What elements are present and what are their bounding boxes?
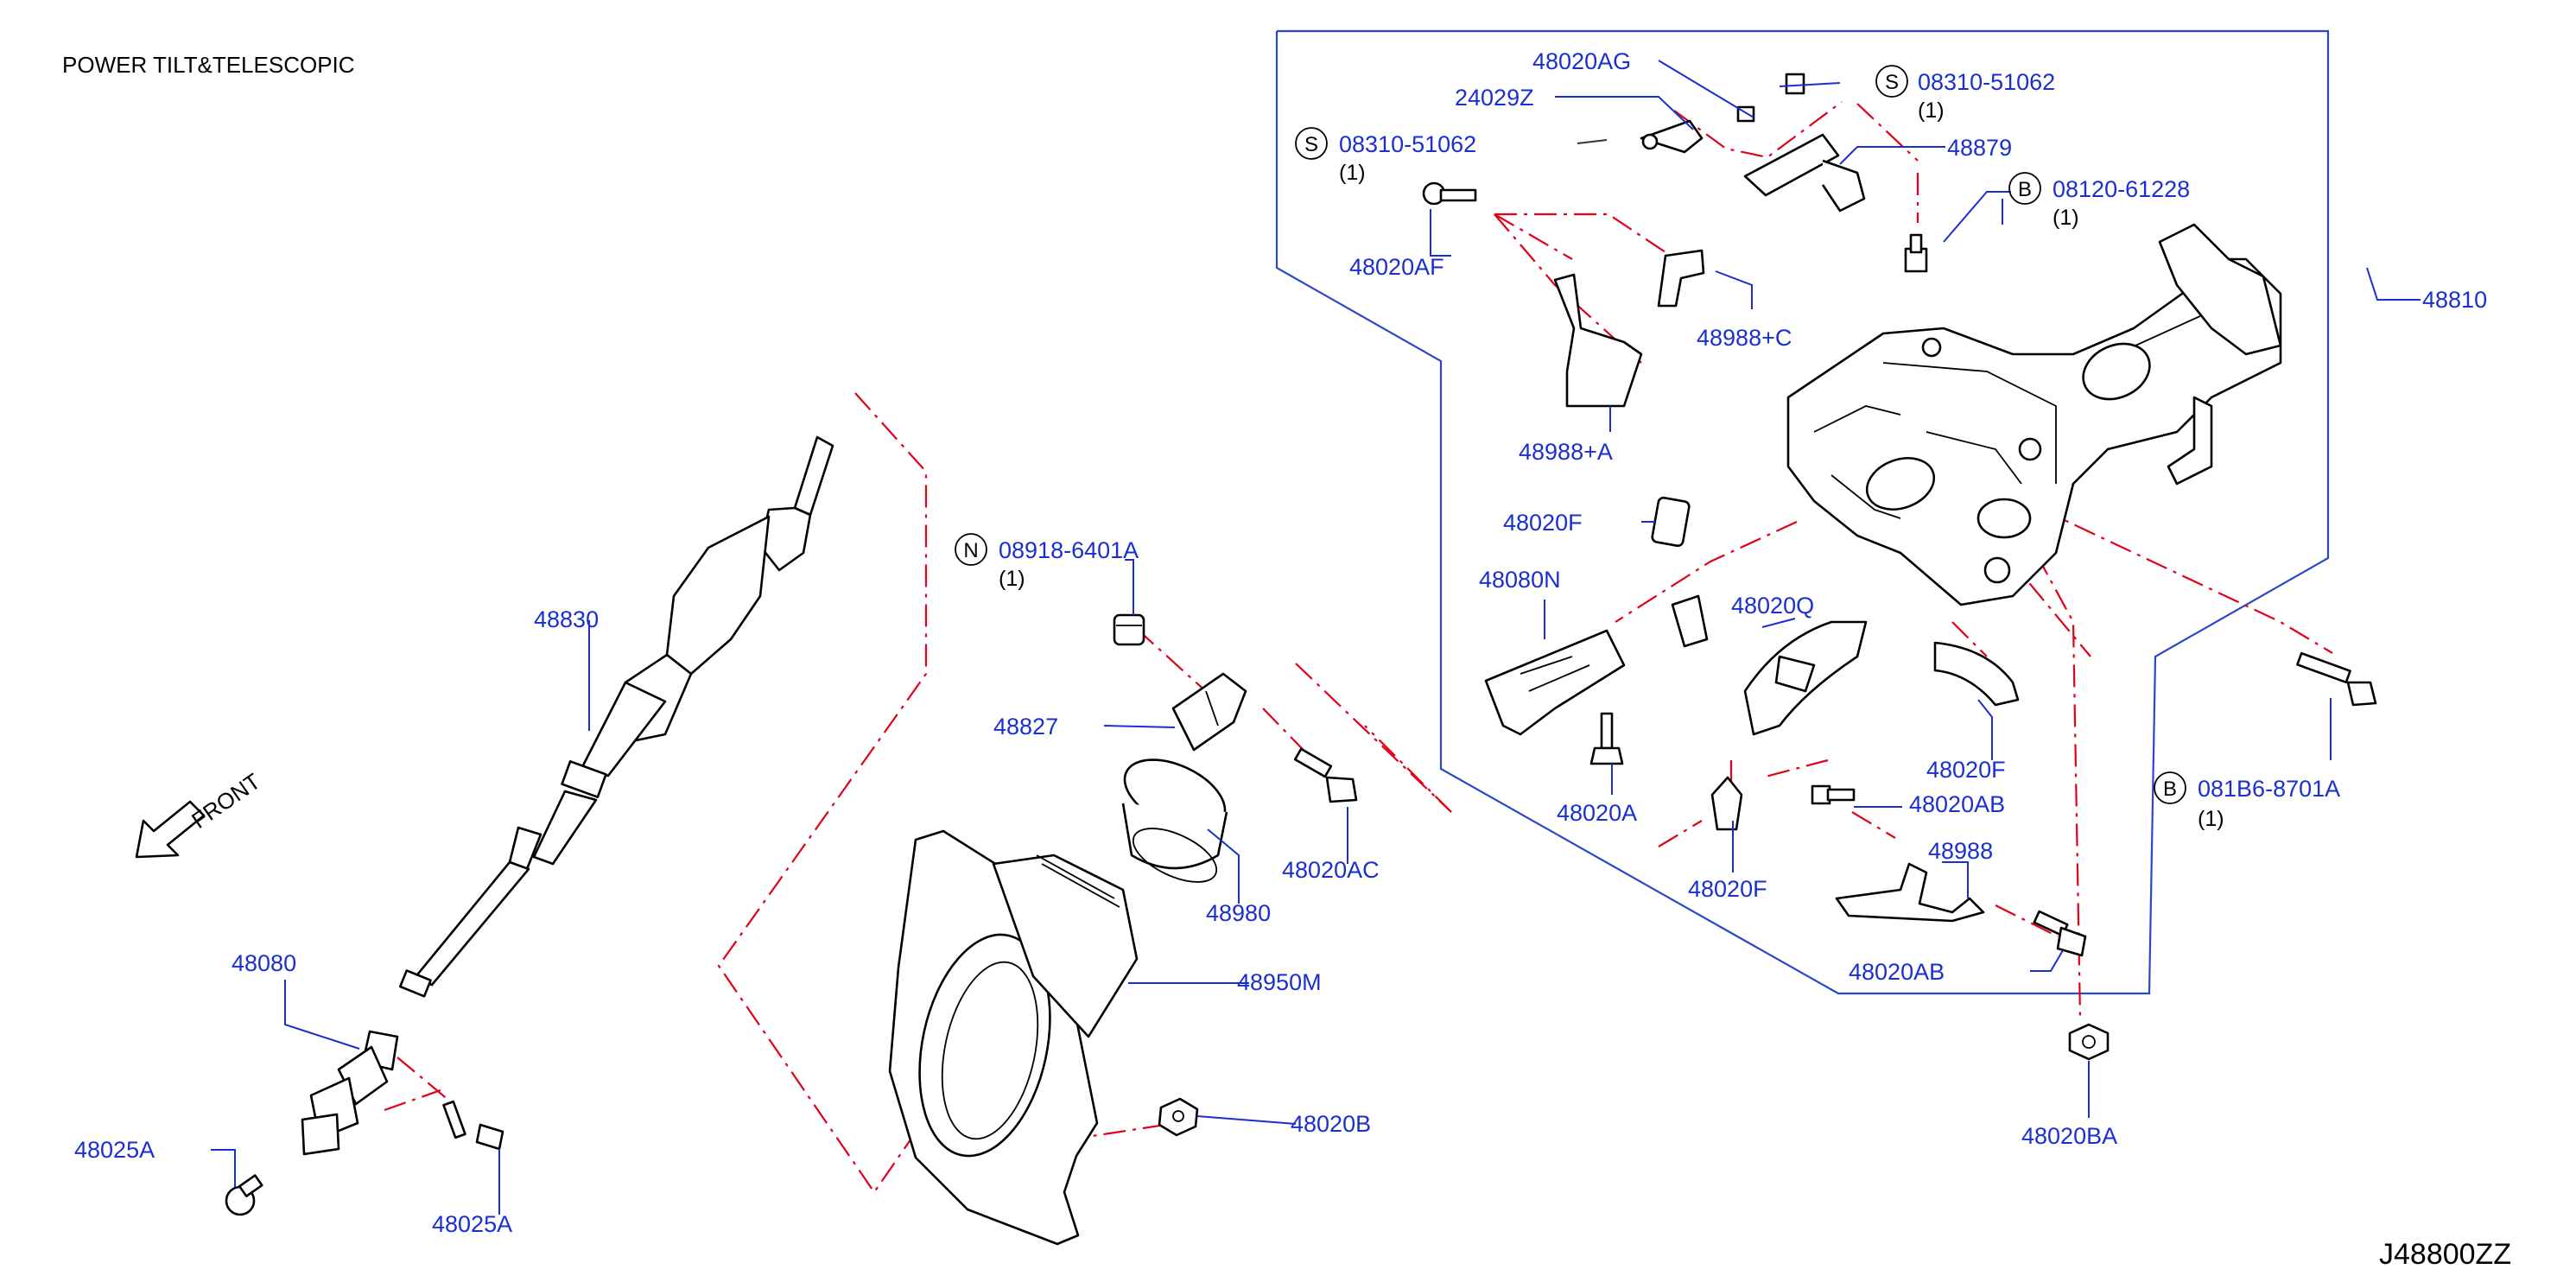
callout-48020AG: 48020AG [1532, 48, 1631, 74]
badge-letter-b2: B [2163, 777, 2177, 801]
callout-48020AF: 48020AF [1349, 254, 1444, 280]
bracket-48020F-right [1933, 641, 2020, 707]
callout-48020A: 48020A [1557, 800, 1637, 826]
fastener-part-b2: 081B6-8701A [2198, 776, 2340, 802]
fastener-part-n1: 08918-6401A [999, 537, 1139, 563]
callout-48080: 48080 [232, 950, 296, 976]
steering-shaft-48830 [398, 435, 834, 998]
callout-48810: 48810 [2422, 287, 2487, 313]
fastener-qty-s2: (1) [1339, 161, 1366, 185]
callout-48879: 48879 [1947, 135, 2012, 161]
bracket-48827 [1171, 672, 1247, 752]
fastener-badge-s1: S [1875, 65, 1908, 98]
fastener-qty-s1: (1) [1918, 98, 1945, 123]
clip-24029Z [1640, 119, 1704, 154]
fastener-qty-n1: (1) [999, 567, 1025, 591]
fastener-badge-n1: N [955, 533, 987, 566]
front-label: FRONT [187, 768, 265, 834]
bolt-48020AC [1293, 747, 1358, 803]
callout-48020BA: 48020BA [2021, 1123, 2117, 1149]
cover-48950M [888, 829, 1139, 1246]
bolt-08120-61228 [1904, 233, 1928, 273]
assembly-group-outline [1275, 29, 2330, 995]
callout-48020AB-bottom: 48020AB [1849, 959, 1945, 985]
callout-48080N: 48080N [1479, 567, 1561, 593]
badge-letter-n1: N [963, 539, 978, 562]
bolt-48025A-bottom [442, 1100, 504, 1151]
callout-48988-C: 48988+C [1697, 325, 1792, 351]
nut-48020BA [2068, 1023, 2110, 1061]
bracket-48988-C [1657, 249, 1705, 308]
pad-48020F-bottom [1710, 776, 1743, 831]
callout-48020Q: 48020Q [1731, 593, 1814, 619]
fastener-qty-b1: (1) [2053, 206, 2079, 230]
fastener-qty-b2: (1) [2198, 807, 2224, 831]
nut-48020B [1158, 1097, 1199, 1137]
badge-letter-s1: S [1885, 71, 1899, 94]
callout-48827: 48827 [993, 714, 1058, 739]
callout-48020F-right: 48020F [1926, 757, 2006, 783]
pad-48020F-top [1651, 496, 1691, 548]
seal-48980 [1121, 758, 1228, 883]
callout-48020AB-top: 48020AB [1909, 791, 2005, 817]
badge-letter-s2: S [1304, 133, 1318, 156]
cover-48080N [1484, 629, 1626, 736]
fastener-badge-b2: B [2154, 771, 2186, 804]
bolt-081B6-8701A [2296, 651, 2377, 707]
fastener-part-s1: 08310-51062 [1918, 69, 2055, 95]
bolt-48020AF [1422, 181, 1477, 206]
front-arrow-icon [135, 800, 206, 859]
bolt-48025A-left [225, 1174, 263, 1216]
callout-48025A-bottom: 48025A [432, 1211, 512, 1237]
fastener-part-b1: 08120-61228 [2053, 176, 2190, 202]
bolt-48020AB-bottom [2033, 910, 2087, 957]
callout-48020B: 48020B [1291, 1111, 1371, 1137]
nut-08918-6401A [1113, 613, 1145, 646]
badge-letter-b1: B [2018, 178, 2032, 201]
bolt-48020AB-top [1811, 784, 1856, 805]
callout-48025A-left: 48025A [74, 1137, 155, 1163]
callout-48980: 48980 [1206, 900, 1271, 926]
bracket-48988-A [1553, 273, 1643, 408]
bolt-48020AG [1736, 73, 1805, 123]
bracket-48988 [1835, 862, 1985, 923]
callout-48020F-bottom: 48020F [1688, 876, 1767, 902]
universal-joint-48080 [301, 1030, 399, 1156]
diagram-code: J48800ZZ [2379, 1238, 2511, 1271]
leader-lines [211, 60, 2421, 1215]
callout-48830: 48830 [534, 606, 599, 632]
callout-48950M: 48950M [1237, 969, 1322, 995]
harness-48020Q [1671, 594, 1868, 736]
callout-48988-A: 48988+A [1519, 439, 1613, 465]
bolt-48020A [1589, 712, 1624, 765]
callout-48020F-top: 48020F [1503, 510, 1583, 536]
fastener-part-s2: 08310-51062 [1339, 131, 1476, 157]
column-assembly-48810 [1786, 223, 2282, 606]
callout-48020AC: 48020AC [1282, 857, 1380, 883]
page-title: POWER TILT&TELESCOPIC [62, 52, 355, 78]
callout-48988: 48988 [1928, 838, 1993, 864]
fastener-badge-b1: B [2008, 172, 2041, 205]
bracket-48879 [1743, 133, 1866, 213]
fastener-badge-s2: S [1295, 127, 1328, 160]
callout-24029Z: 24029Z [1455, 85, 1534, 111]
